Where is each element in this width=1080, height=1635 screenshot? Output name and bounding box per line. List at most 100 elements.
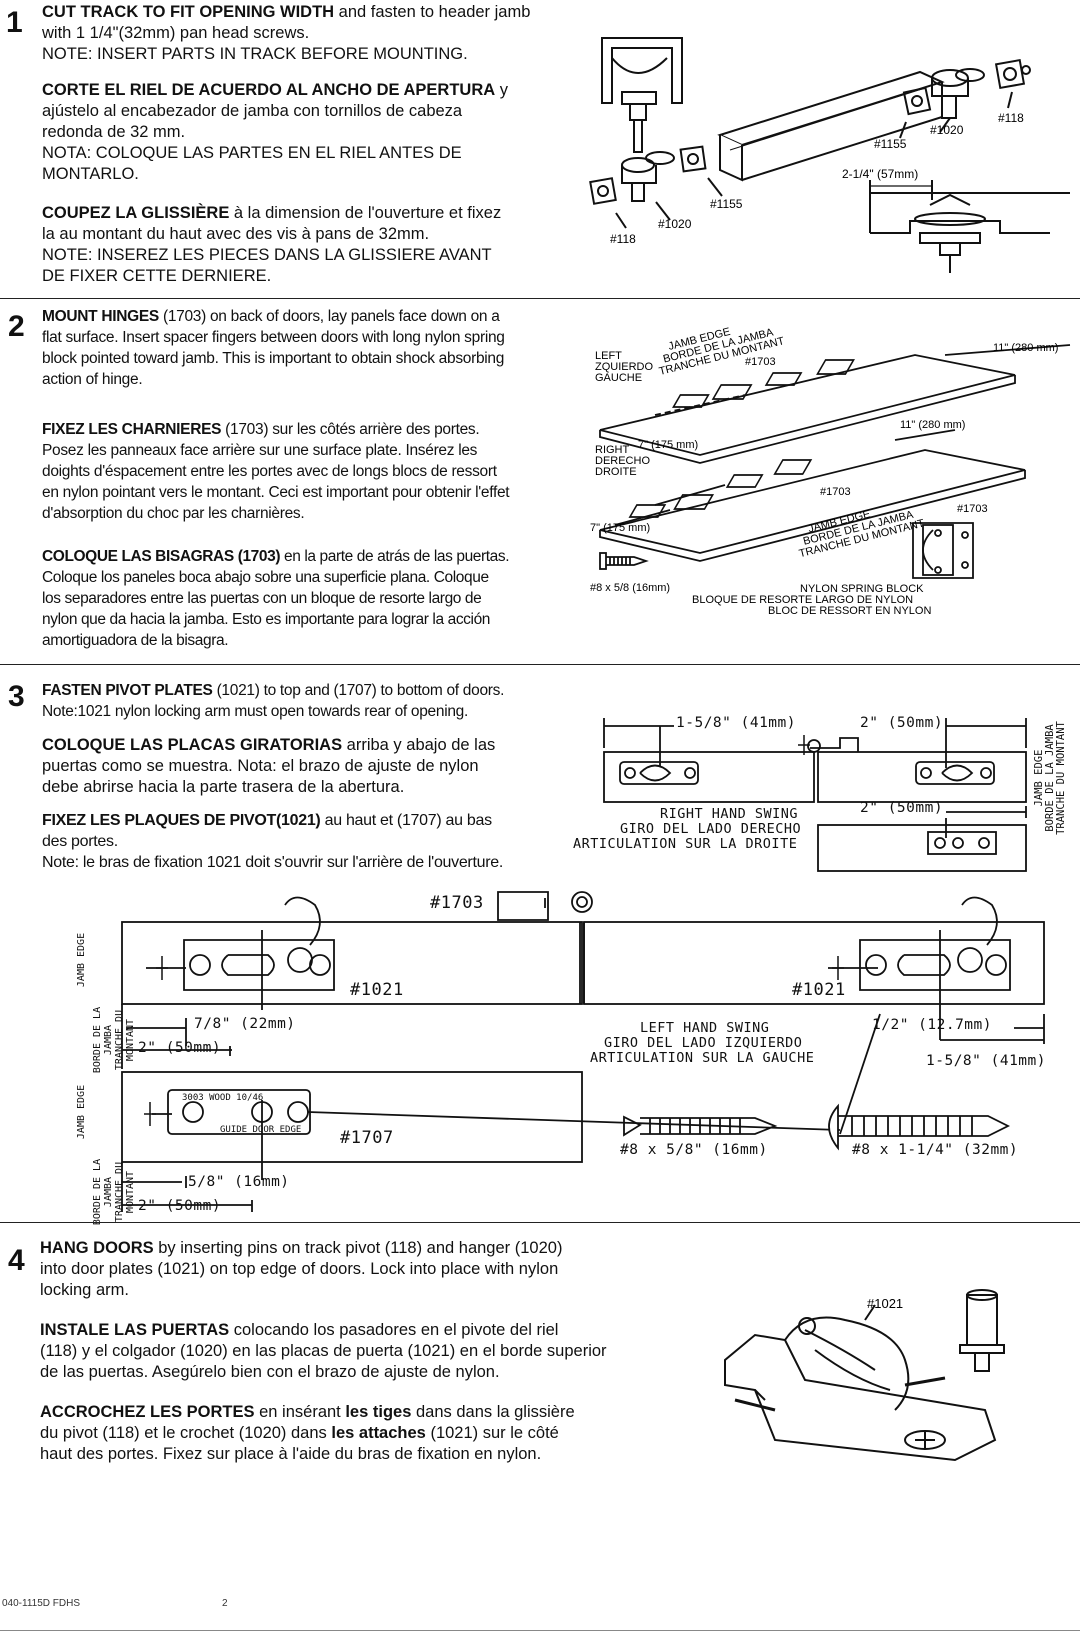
- step4-en-heading: HANG DOORS: [40, 1239, 154, 1257]
- step2-es-heading: COLOQUE LAS BISAGRAS (1703): [42, 548, 281, 565]
- plate-label-1707: #1707: [340, 1128, 394, 1148]
- right-hand-swing-label-es: GIRO DEL LADO DERECHO: [620, 821, 802, 837]
- step1-fr-text: la au montant du haut avec des vis à pan…: [42, 225, 430, 243]
- step4-french: ACCROCHEZ LES PORTES en insérant les tig…: [40, 1402, 575, 1465]
- left-hand-swing-label-fr: ARTICULATION SUR LA GAUCHE: [590, 1050, 815, 1066]
- step2-fr-text: d'absorption du choc par les charnières.: [42, 505, 305, 522]
- track-assembly-illustration: #118 #1020 #1155 #1155 #1020 #118 2-1/4"…: [589, 37, 1070, 273]
- step3-es-text: puertas como se muestra. Nota: el brazo …: [42, 757, 479, 775]
- step-number-2: 2: [8, 310, 25, 343]
- left-label: LEFT: [595, 350, 622, 362]
- step-number-4: 4: [8, 1244, 25, 1277]
- step3-fr-text: des portes.: [42, 833, 118, 850]
- step-number-3: 3: [8, 680, 25, 713]
- step1-fr-note: DE FIXER CETTE DERNIERE.: [42, 267, 272, 285]
- step2-es-text: en la parte de atrás de las puertas.: [280, 548, 510, 565]
- step3-en-heading: FASTEN PIVOT PLATES: [42, 682, 213, 699]
- step4-fr-text: dans dans la glissière: [411, 1403, 575, 1421]
- plate-label-1021: #1021: [792, 980, 846, 1000]
- page-bottom-border: [0, 1630, 1080, 1631]
- hinge-label-1703: #1703: [430, 893, 484, 913]
- jamb-edge-text: JAMB EDGE: [76, 1084, 87, 1140]
- right-label: RIGHT: [595, 444, 630, 456]
- jamb-edge-text-fr: TRANCHE DU MONTANT: [1055, 721, 1067, 835]
- step4-fr-text: haut des portes. Fixez sur place à l'aid…: [40, 1445, 542, 1463]
- step2-en-text: (1703) on back of doors, lay panels face…: [158, 308, 500, 325]
- jamb-edge-text: JAMB EDGE: [76, 932, 87, 988]
- part-label-1155: #1155: [710, 197, 743, 211]
- step1-french: COUPEZ LA GLISSIÈRE à la dimension de l'…: [42, 203, 501, 287]
- step2-es-text: nylon que da hacia la jamba. Esto es imp…: [42, 611, 491, 628]
- screw-label-long: #8 x 1-1/4" (32mm): [852, 1142, 1019, 1158]
- dimension-label: 2-1/4" (57mm): [842, 167, 918, 181]
- step2-en-text: action of hinge.: [42, 371, 143, 388]
- nylon-spring-block-label: NYLON SPRING BLOCK: [800, 583, 924, 595]
- step1-es-text: y: [495, 81, 509, 99]
- step3-en-note: Note:1021 nylon locking arm must open to…: [42, 703, 468, 720]
- hinge-label-1703: #1703: [820, 486, 851, 498]
- plate-1707-marking: 3003 WOOD 10/46: [182, 1093, 263, 1103]
- step2-spanish: COLOQUE LAS BISAGRAS (1703) en la parte …: [42, 546, 510, 651]
- right-hand-swing-label-fr: ARTICULATION SUR LA DROITE: [573, 836, 798, 852]
- dimension-11in: 11" (280 mm): [993, 342, 1058, 354]
- part-label-1020: #1020: [658, 217, 692, 231]
- dim-7-8: 7/8" (22mm): [194, 1016, 296, 1032]
- step1-spanish: CORTE EL RIEL DE ACUERDO AL ANCHO DE APE…: [42, 80, 508, 185]
- step4-fr-heading: ACCROCHEZ LES PORTES: [40, 1403, 255, 1421]
- step4-es-text: colocando los pasadores en el pivote del…: [229, 1321, 559, 1339]
- step1-english: CUT TRACK TO FIT OPENING WIDTH and faste…: [42, 2, 530, 65]
- jamb-edge-label-vertical: BORDE DE LA JAMBA TRANCHE DU MONTANT: [92, 1152, 136, 1232]
- step4-spanish: INSTALE LAS PUERTAS colocando los pasado…: [40, 1320, 607, 1383]
- step2-english: MOUNT HINGES (1703) on back of doors, la…: [42, 306, 505, 390]
- section-divider: [0, 298, 1080, 299]
- step2-fr-text: (1703) sur les côtés arrière des portes.: [221, 421, 480, 438]
- step2-en-text: flat surface. Insert spacer fingers betw…: [42, 329, 505, 346]
- dim-1-5-8: 1-5/8" (41mm): [926, 1053, 1046, 1069]
- step2-fr-text: doights d'éspacement entre les portes av…: [42, 463, 497, 480]
- part-label-118: #118: [610, 232, 636, 246]
- jamb-edge-text-fr: TRANCHE DU MONTANT: [114, 1009, 136, 1071]
- step4-en-text: by inserting pins on track pivot (118) a…: [153, 1239, 563, 1257]
- screw-label: #8 x 5/8 (16mm): [590, 582, 670, 594]
- plate-label-1021: #1021: [867, 1296, 903, 1311]
- part-label-1155: #1155: [874, 137, 907, 151]
- right-hand-swing-label: RIGHT HAND SWING: [660, 806, 799, 822]
- screw-label-short: #8 x 5/8" (16mm): [620, 1142, 768, 1158]
- hinge-mounting-illustration: LEFT ZQUIERDO GAUCHE JAMB EDGE BORDE DE …: [590, 326, 1071, 617]
- step4-es-heading: INSTALE LAS PUERTAS: [40, 1321, 230, 1339]
- step1-es-note: NOTA: COLOQUE LAS PARTES EN EL RIEL ANTE…: [42, 144, 462, 162]
- dim-5-8: 5/8" (16mm): [188, 1174, 290, 1190]
- dim-2in: 2" (50mm): [138, 1040, 222, 1056]
- step4-fr-bold: les tiges: [345, 1403, 412, 1421]
- step2-es-text: los separadores entre las puertas con un…: [42, 590, 482, 607]
- step4-fr-text: en insérant: [254, 1403, 346, 1421]
- step1-fr-note: NOTE: INSEREZ LES PIECES DANS LA GLISSIE…: [42, 246, 492, 264]
- step1-es-text: redonda de 32 mm.: [42, 123, 186, 141]
- dim-1-5-8: 1-5/8" (41mm): [676, 715, 796, 731]
- hinge-label-1703: #1703: [745, 356, 776, 368]
- jamb-edge-text-fr: TRANCHE DU MONTANT: [114, 1161, 136, 1223]
- dim-1-2: 1/2" (12.7mm): [872, 1017, 992, 1033]
- nylon-spring-block-label-fr: BLOC DE RESSORT EN NYLON: [768, 605, 931, 617]
- document-code: 040-1115D FDHS: [2, 1598, 80, 1609]
- step3-english: FASTEN PIVOT PLATES (1021) to top and (1…: [42, 680, 504, 722]
- step2-en-text: block pointed toward jamb. This is impor…: [42, 350, 505, 367]
- dimension-7in: 7" (175 mm): [590, 522, 650, 534]
- plate-label-1021: #1021: [350, 980, 404, 1000]
- right-label-fr: DROITE: [595, 466, 637, 478]
- dim-2in: 2" (50mm): [860, 800, 944, 816]
- hang-door-illustration: #1021: [724, 1289, 1005, 1462]
- step3-es-text: arriba y abajo de las: [342, 736, 496, 754]
- step1-es-heading: CORTE EL RIEL DE ACUERDO AL ANCHO DE APE…: [42, 81, 496, 99]
- part-label-1020: #1020: [930, 123, 964, 137]
- step4-en-text: locking arm.: [40, 1281, 129, 1299]
- step1-en-heading: CUT TRACK TO FIT OPENING WIDTH: [42, 3, 335, 21]
- step3-es-text: debe abrirse hacia la parte trasera de l…: [42, 778, 405, 796]
- left-label-es: ZQUIERDO: [595, 361, 654, 373]
- step3-es-heading: COLOQUE LAS PLACAS GIRATORIAS: [42, 736, 343, 754]
- step1-es-text: ajústelo al encabezador de jamba con tor…: [42, 102, 463, 120]
- step1-es-note: MONTARLO.: [42, 165, 139, 183]
- dimension-7in: 7" (175 mm): [638, 439, 698, 451]
- section-divider: [0, 664, 1080, 665]
- step4-es-text: (118) y el colgador (1020) en las placas…: [40, 1342, 607, 1360]
